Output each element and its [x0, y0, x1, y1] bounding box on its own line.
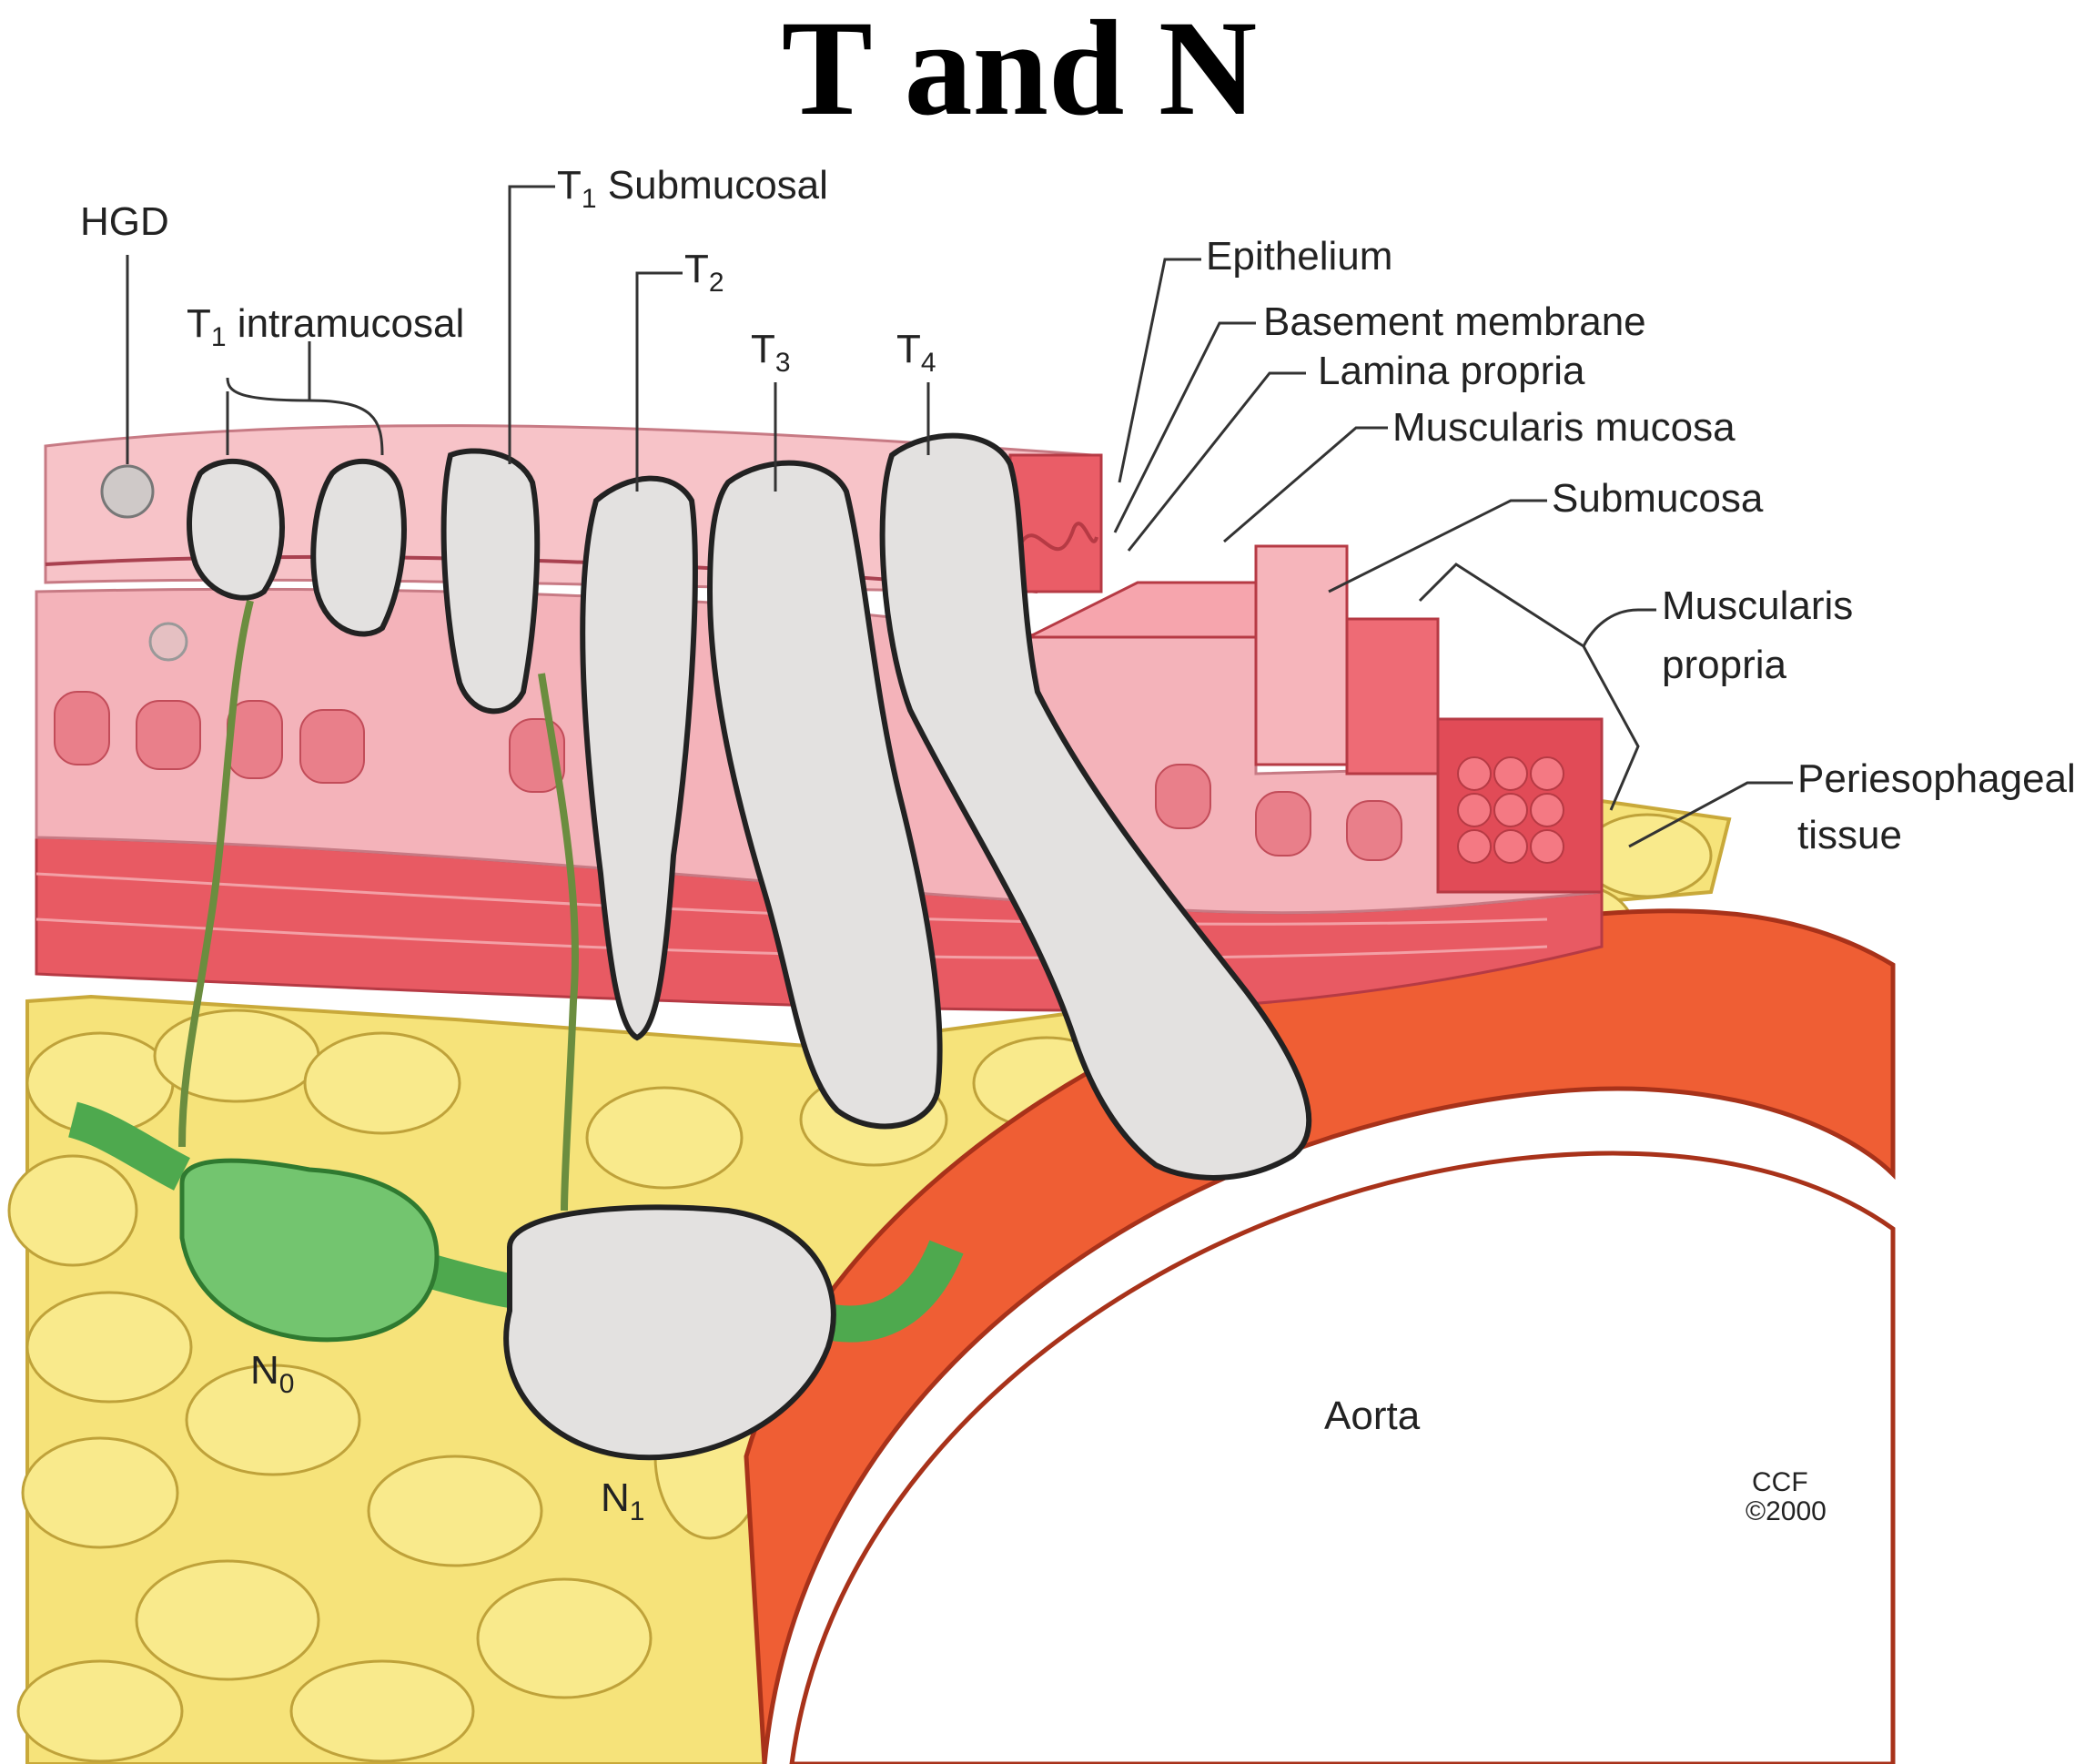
label-credit-ccf: CCF — [1752, 1467, 1808, 1497]
label-hgd: HGD — [80, 199, 169, 244]
t4-tumor — [879, 432, 1312, 1181]
leader-lines — [126, 185, 1793, 848]
lymphatic-vessels — [178, 600, 579, 1211]
label-t1-submucosal: T1 Submucosal — [557, 163, 828, 214]
aorta — [744, 908, 1896, 1764]
label-muscularis-propria-line1: Muscularis — [1662, 583, 1853, 628]
label-n1: N1 — [601, 1475, 644, 1526]
label-epithelium: Epithelium — [1206, 234, 1392, 279]
label-muscularis-propria-line2: propria — [1662, 643, 1786, 687]
t1-intramucosal-tumor-a — [187, 458, 285, 601]
label-credit-year: ©2000 — [1746, 1496, 1827, 1526]
label-t4: T4 — [896, 327, 936, 378]
t3-tumor — [706, 460, 943, 1130]
n0-lymph-node — [179, 1158, 440, 1343]
label-t3: T3 — [751, 327, 791, 378]
label-submucosa: Submucosa — [1552, 476, 1764, 521]
n1-lymph-node — [503, 1204, 836, 1461]
label-basement-membrane: Basement membrane — [1263, 299, 1646, 344]
label-aorta: Aorta — [1324, 1394, 1421, 1438]
label-muscularis-mucosa: Muscularis mucosa — [1392, 405, 1736, 450]
label-n0: N0 — [250, 1348, 294, 1399]
t1-intramucosal-tumor-b — [310, 459, 407, 637]
diagram-title: T and N — [782, 0, 1258, 144]
label-lamina-propria: Lamina propria — [1318, 349, 1585, 393]
tumors — [187, 432, 1312, 1181]
label-t1-intramucosal: T1 intramucosal — [187, 301, 464, 352]
lymph-nodes — [67, 1101, 964, 1461]
label-t2: T2 — [684, 247, 724, 298]
t2-tumor — [580, 475, 698, 1041]
label-periesophageal-line2: tissue — [1797, 813, 1902, 857]
label-periesophageal-line1: Periesophageal — [1797, 756, 2076, 801]
hgd-lesion — [100, 464, 188, 662]
labels: HGD T1 intramucosal T1 Submucosal T2 T3 … — [80, 163, 2076, 1526]
t1-submucosal-tumor — [440, 448, 541, 715]
